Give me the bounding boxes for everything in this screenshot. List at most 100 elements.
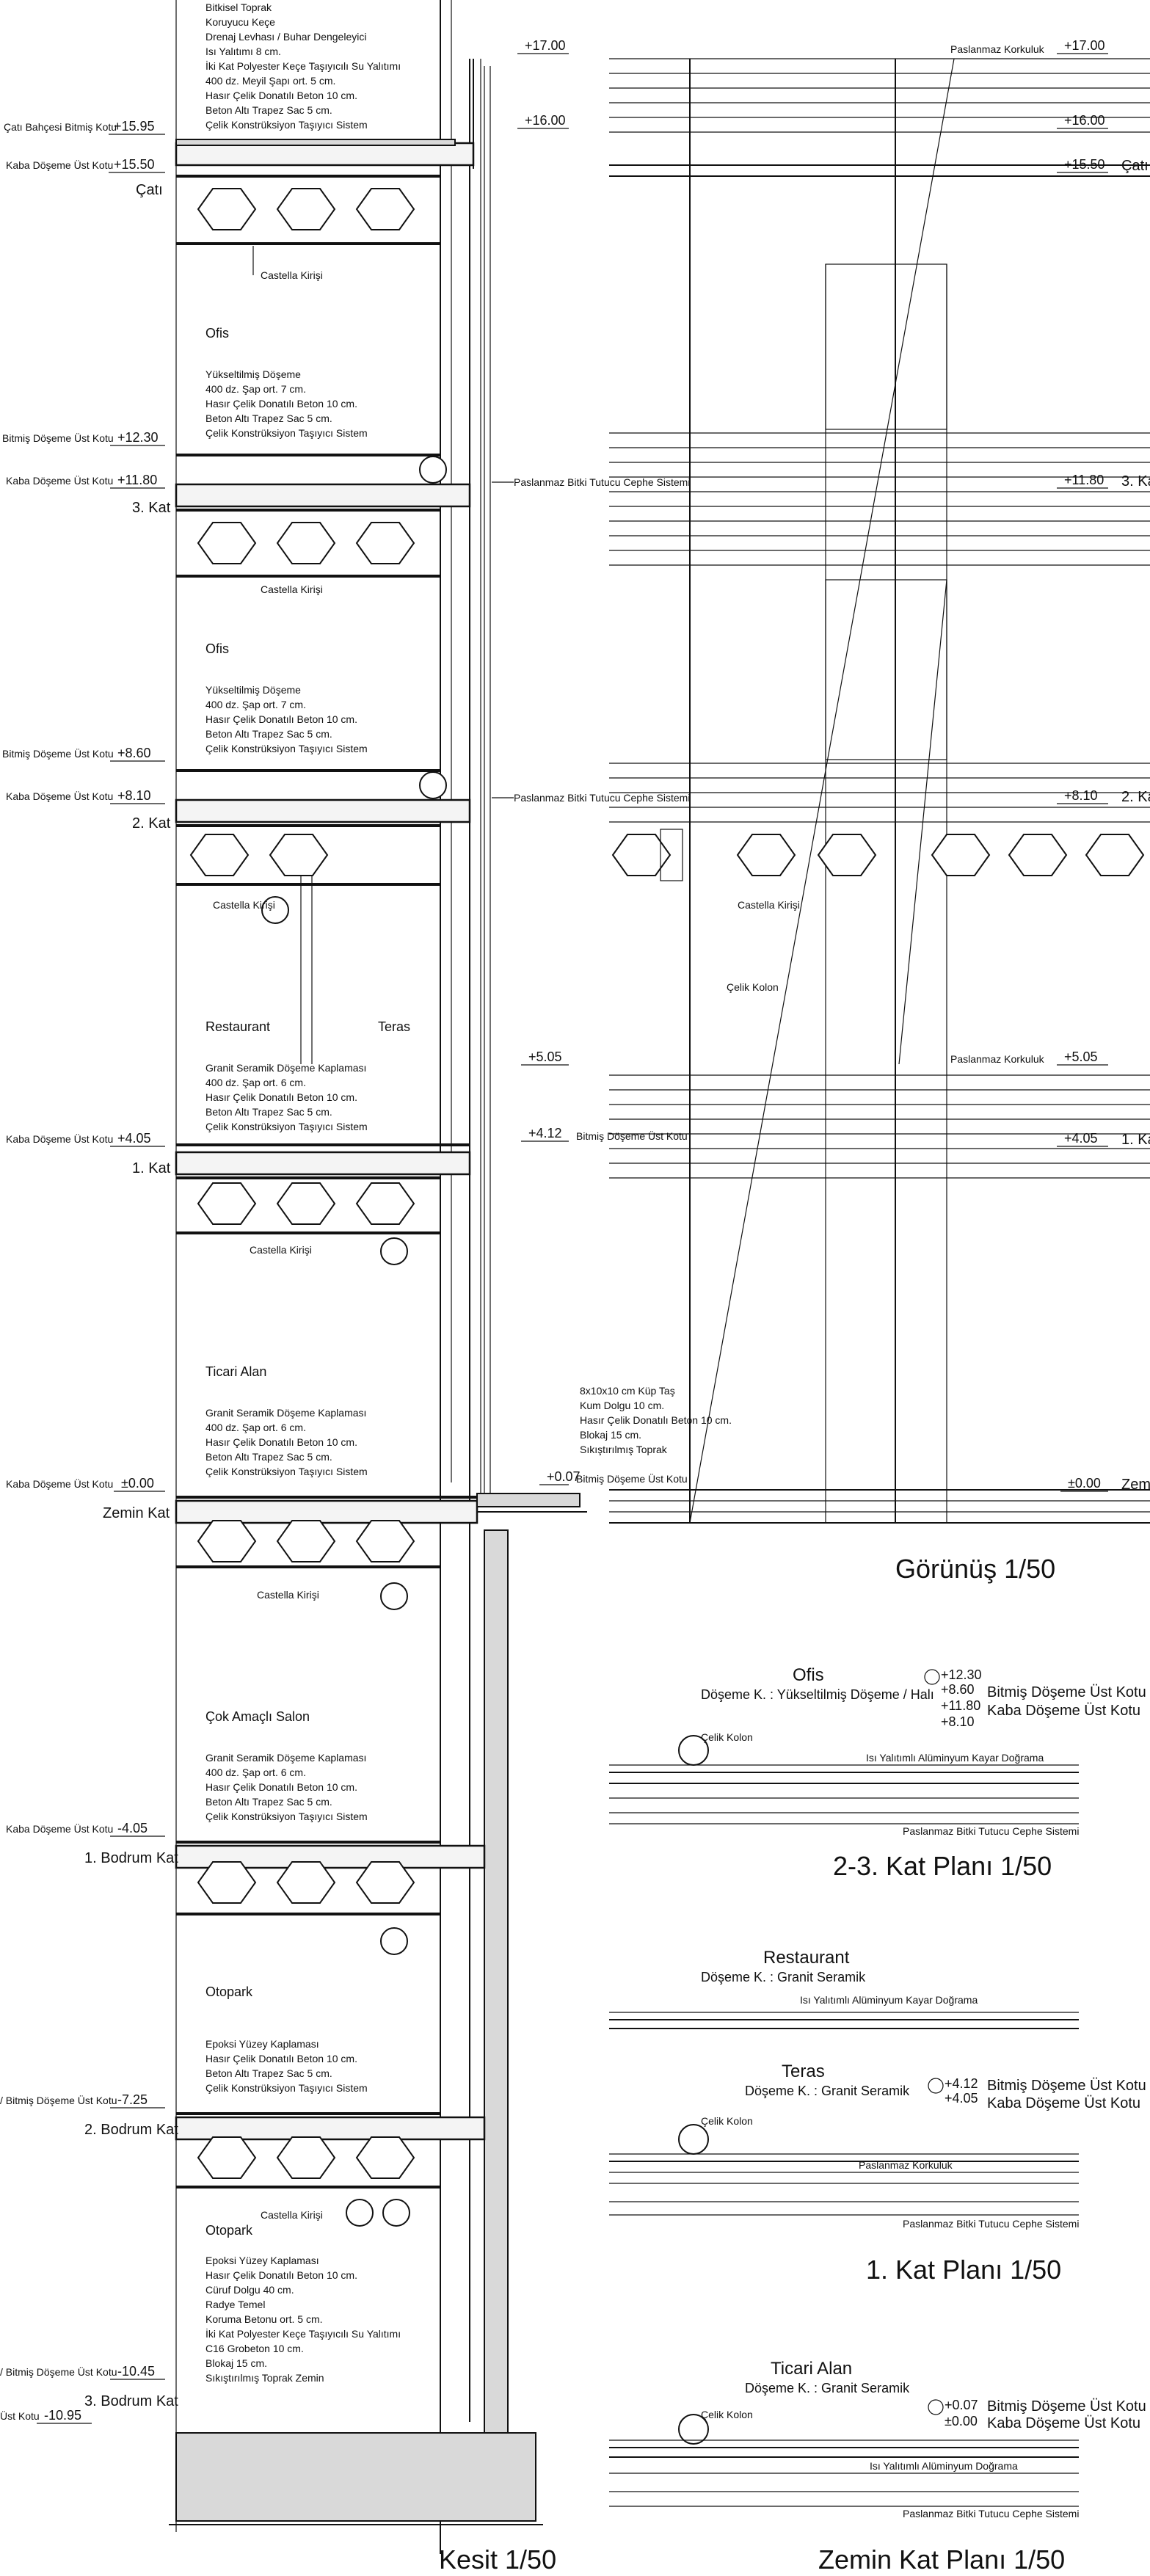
- rest-layer-1: 400 dz. Şap ort. 6 cm.: [205, 1077, 306, 1088]
- castella-beam-floor-2: [176, 824, 440, 886]
- section-title: Kesit 1/50: [439, 2544, 556, 2575]
- plan23-space: Ofis: [793, 1665, 824, 1685]
- found-layer-6: C16 Grobeton 10 cm.: [205, 2343, 304, 2354]
- found-layer-5: İki Kat Polyester Keçe Taşıyıcılı Su Yal…: [205, 2327, 401, 2340]
- note-green-wall-3: Paslanmaz Bitki Tutucu Cephe Sistemi: [514, 476, 690, 488]
- epoxy-layer-0: Epoksi Yüzey Kaplaması: [205, 2038, 319, 2050]
- office3-layer-1: 400 dz. Şap ort. 7 cm.: [205, 383, 306, 395]
- floor-3: 3. Kat: [132, 500, 171, 516]
- ticari-layer-3: Beton Altı Trapez Sac 5 cm.: [205, 1451, 332, 1463]
- ground-layer-3: Blokaj 15 cm.: [580, 1429, 641, 1441]
- floor-cati: Çatı: [136, 182, 163, 198]
- ticari-layer-1: 400 dz. Şap ort. 6 cm.: [205, 1422, 306, 1433]
- office2-layer-2: Hasır Çelik Donatılı Beton 10 cm.: [205, 713, 357, 725]
- plan23-l3: +11.80: [941, 1698, 980, 1713]
- elevation-title: Görünüş 1/50: [895, 1554, 1055, 1584]
- elev-floor-2: 2. Ka: [1121, 789, 1150, 805]
- label-kaba: Kaba Döşeme Üst Kotu: [6, 159, 113, 171]
- elev-castella-beam: [611, 829, 1145, 881]
- space-salon: Çok Amaçlı Salon: [205, 1709, 310, 1724]
- space-teras: Teras: [378, 1019, 410, 1034]
- found-layer-1: Hasır Çelik Donatılı Beton 10 cm.: [205, 2269, 357, 2281]
- retaining-wall: [484, 1529, 509, 2441]
- roof-layer-3: Isı Yalıtımı 8 cm.: [205, 46, 281, 57]
- elev-band-ground: [609, 1489, 1150, 1524]
- elev-castella: Castella Kirişi: [738, 899, 800, 911]
- label-kaba-2: Kaba Döşeme Üst Kotu: [6, 790, 113, 802]
- ticari-layer-0: Granit Seramik Döşeme Kaplaması: [205, 1407, 366, 1419]
- rest-layer-0: Granit Seramik Döşeme Kaplaması: [205, 1062, 366, 1074]
- plan23-kaba: Kaba Döşeme Üst Kotu: [987, 1703, 1140, 1719]
- space-otopark-1: Otopark: [205, 1984, 253, 1999]
- found-layer-8: Sıkıştırılmış Toprak Zemin: [205, 2372, 324, 2384]
- salon-layer-1: 400 dz. Şap ort. 6 cm.: [205, 1767, 306, 1778]
- elev-floor-3: 3. Ka: [1121, 473, 1150, 490]
- plan0-kolon: Çelik Kolon: [701, 2409, 753, 2420]
- roof-layer-2: Drenaj Levhası / Buhar Dengeleyici: [205, 31, 366, 43]
- level-m1095: -10.95: [44, 2408, 81, 2423]
- elev-floor-1: 1. Ka: [1121, 1132, 1150, 1148]
- salon-layer-4: Çelik Konstrüksiyon Taşıyıcı Sistem: [205, 1811, 368, 1822]
- elev-korkuluk-1: Paslanmaz Korkuluk: [950, 1053, 1045, 1065]
- found-layer-7: Blokaj 15 cm.: [205, 2357, 267, 2369]
- roof-garden-soil: [175, 139, 456, 146]
- salon-layer-0: Granit Seramik Döşeme Kaplaması: [205, 1752, 366, 1764]
- castella-beam-floor-3: [176, 509, 440, 578]
- section-layer-notes: Bitkisel Toprak Koruyucu Keçe Drenaj Lev…: [205, 1, 732, 2575]
- castella-beam-basement-2: [176, 2136, 440, 2188]
- label-bitmis-2: Bitmiş Döşeme Üst Kotu: [2, 747, 114, 760]
- elev-floor-zemin: Zemi: [1121, 1477, 1150, 1493]
- roof-layer-1: Koruyucu Keçe: [205, 16, 275, 28]
- plan0-space: Ticari Alan: [771, 2359, 852, 2379]
- level-505-sec: +5.05: [528, 1049, 562, 1064]
- elev-floor-cati: Çatı: [1121, 158, 1149, 174]
- ticari-layer-2: Hasır Çelik Donatılı Beton 10 cm.: [205, 1436, 357, 1448]
- plan0-bitmis: Bitmiş Döşeme Üst Kotu: [987, 2398, 1146, 2415]
- elev-level-810: +8.10: [1064, 788, 1098, 803]
- roof-layer-5: 400 dz. Meyil Şapı ort. 5 cm.: [205, 75, 335, 87]
- elev-level-405: +4.05: [1064, 1131, 1098, 1146]
- plan1-rest-space: Restaurant: [763, 1948, 850, 1968]
- ground-layer-0: 8x10x10 cm Küp Taş: [580, 1385, 675, 1397]
- level-1595: +15.95: [114, 119, 155, 134]
- foundation-raft: [175, 2432, 536, 2522]
- space-otopark-2: Otopark: [205, 2223, 253, 2238]
- plan1-teras-finish: Döşeme K. : Granit Seramik: [745, 2084, 910, 2098]
- level-1600-sec: +16.00: [525, 113, 566, 128]
- label-bitmis-b2: / Bitmiş Döşeme Üst Kotu: [0, 2094, 117, 2106]
- plan-23-title: 2-3. Kat Planı 1/50: [833, 1851, 1052, 1881]
- elev-level-1180: +11.80: [1064, 473, 1104, 487]
- ticari-layer-4: Çelik Konstrüksiyon Taşıyıcı Sistem: [205, 1466, 368, 1477]
- roof-layer-4: İki Kat Polyester Keçe Taşıyıcılı Su Yal…: [205, 59, 401, 72]
- plan1-l1: +4.12: [945, 2076, 978, 2091]
- plan23-finish: Döşeme K. : Yükseltilmiş Döşeme / Halı: [701, 1687, 934, 1702]
- level-m405: -4.05: [117, 1821, 148, 1835]
- plan0-green-wall: Paslanmaz Bitki Tutucu Cephe Sistemi: [903, 2508, 1079, 2519]
- castella-beam-floor-1: [176, 1176, 440, 1234]
- epoxy-layer-1: Hasır Çelik Donatılı Beton 10 cm.: [205, 2053, 357, 2064]
- level-810: +8.10: [117, 788, 151, 803]
- elevation-drawing: Paslanmaz Korkuluk Paslanmaz Korkuluk Ca…: [609, 38, 1150, 1584]
- rest-layer-2: Hasır Çelik Donatılı Beton 10 cm.: [205, 1091, 357, 1103]
- plan1-kolon: Çelik Kolon: [701, 2115, 753, 2127]
- castella-beam-ground: [176, 1520, 440, 1568]
- epoxy-layer-2: Beton Altı Trapez Sac 5 cm.: [205, 2067, 332, 2079]
- level-1700-sec: +17.00: [525, 38, 566, 53]
- elev-level-1600: +16.00: [1064, 113, 1105, 128]
- plan1-kaba: Kaba Döşeme Üst Kotu: [987, 2095, 1140, 2111]
- space-ofis-2: Ofis: [205, 641, 229, 656]
- floor-b2: 2. Bodrum Kat: [84, 2122, 178, 2138]
- plan-2-3: Ofis Döşeme K. : Yükseltilmiş Döşeme / H…: [609, 1665, 1146, 1881]
- elev-level-1550: +15.50: [1064, 157, 1105, 172]
- note-castella-0: Castella Kirişi: [257, 1589, 319, 1601]
- elev-window-top: [825, 263, 947, 430]
- plan-1-title: 1. Kat Planı 1/50: [866, 2255, 1061, 2285]
- plan23-green-wall: Paslanmaz Bitki Tutucu Cephe Sistemi: [903, 1825, 1079, 1837]
- label-roof-garden: Çatı Bahçesi Bitmiş Kotu: [4, 121, 117, 133]
- level-1550: +15.50: [114, 157, 155, 172]
- plan1-bitmis: Bitmiş Döşeme Üst Kotu: [987, 2078, 1146, 2094]
- floor-b1: 1. Bodrum Kat: [84, 1850, 178, 1866]
- floor-1: 1. Kat: [132, 1160, 171, 1176]
- floor-1-slab: [175, 1151, 471, 1176]
